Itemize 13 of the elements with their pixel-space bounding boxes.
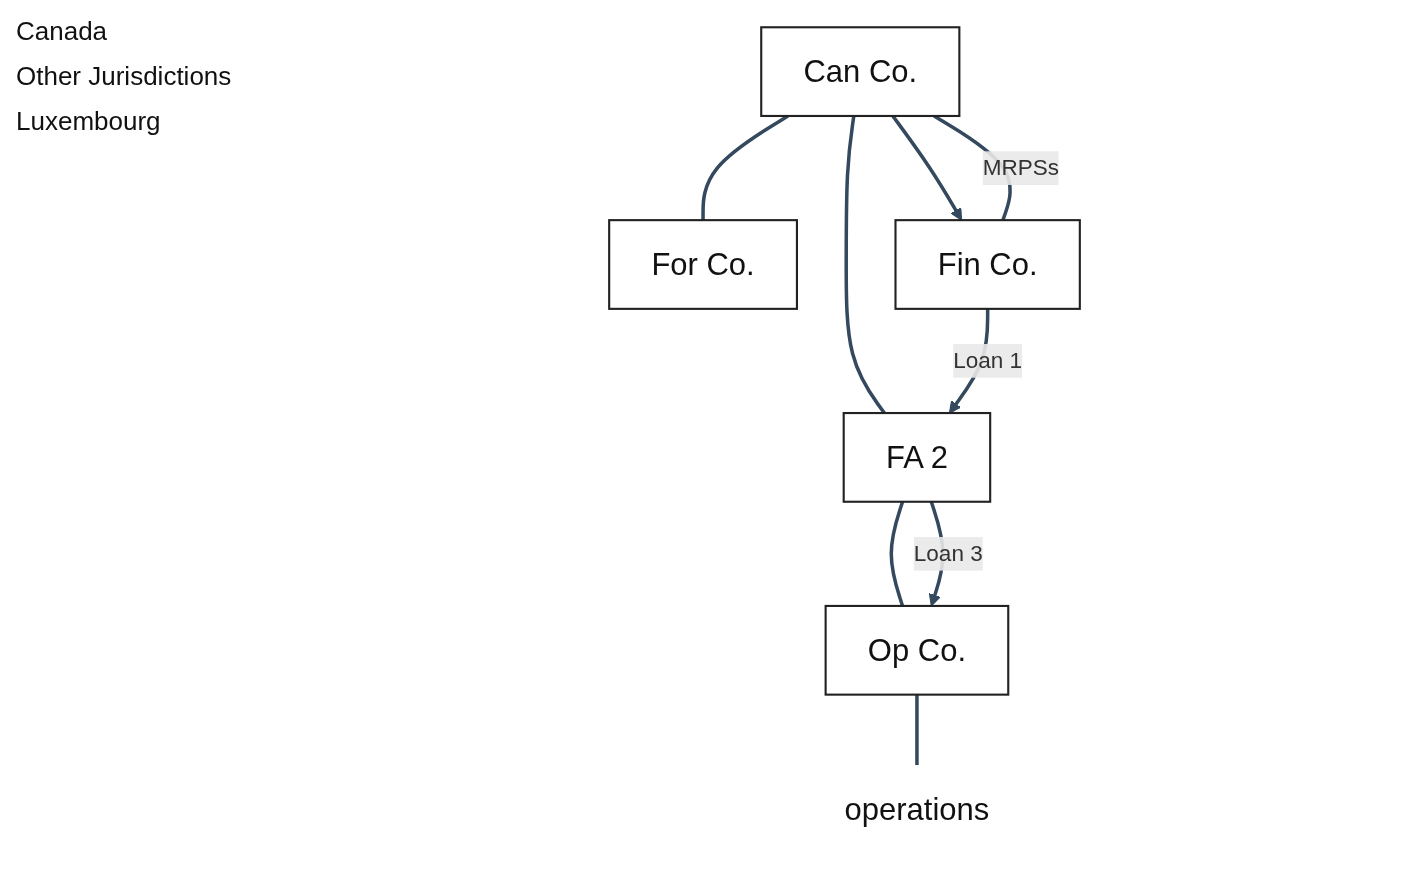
node-box: FA 2 (842, 412, 992, 503)
node-box: Fin Co. (894, 219, 1081, 310)
node-box: Can Co. (760, 26, 961, 118)
edge-label: Loan 3 (913, 541, 983, 566)
region-label: Luxembourg (16, 106, 162, 137)
node-text: operations (844, 791, 990, 827)
edge-label: MRPSs (982, 155, 1060, 180)
node-box: For Co. (608, 219, 798, 310)
region-label: Other Jurisdictions (16, 61, 233, 92)
node-box: Op Co. (824, 604, 1010, 696)
edge-label: Loan 1 (953, 348, 1023, 373)
region-label: Canada (16, 16, 109, 47)
connector (915, 694, 919, 766)
